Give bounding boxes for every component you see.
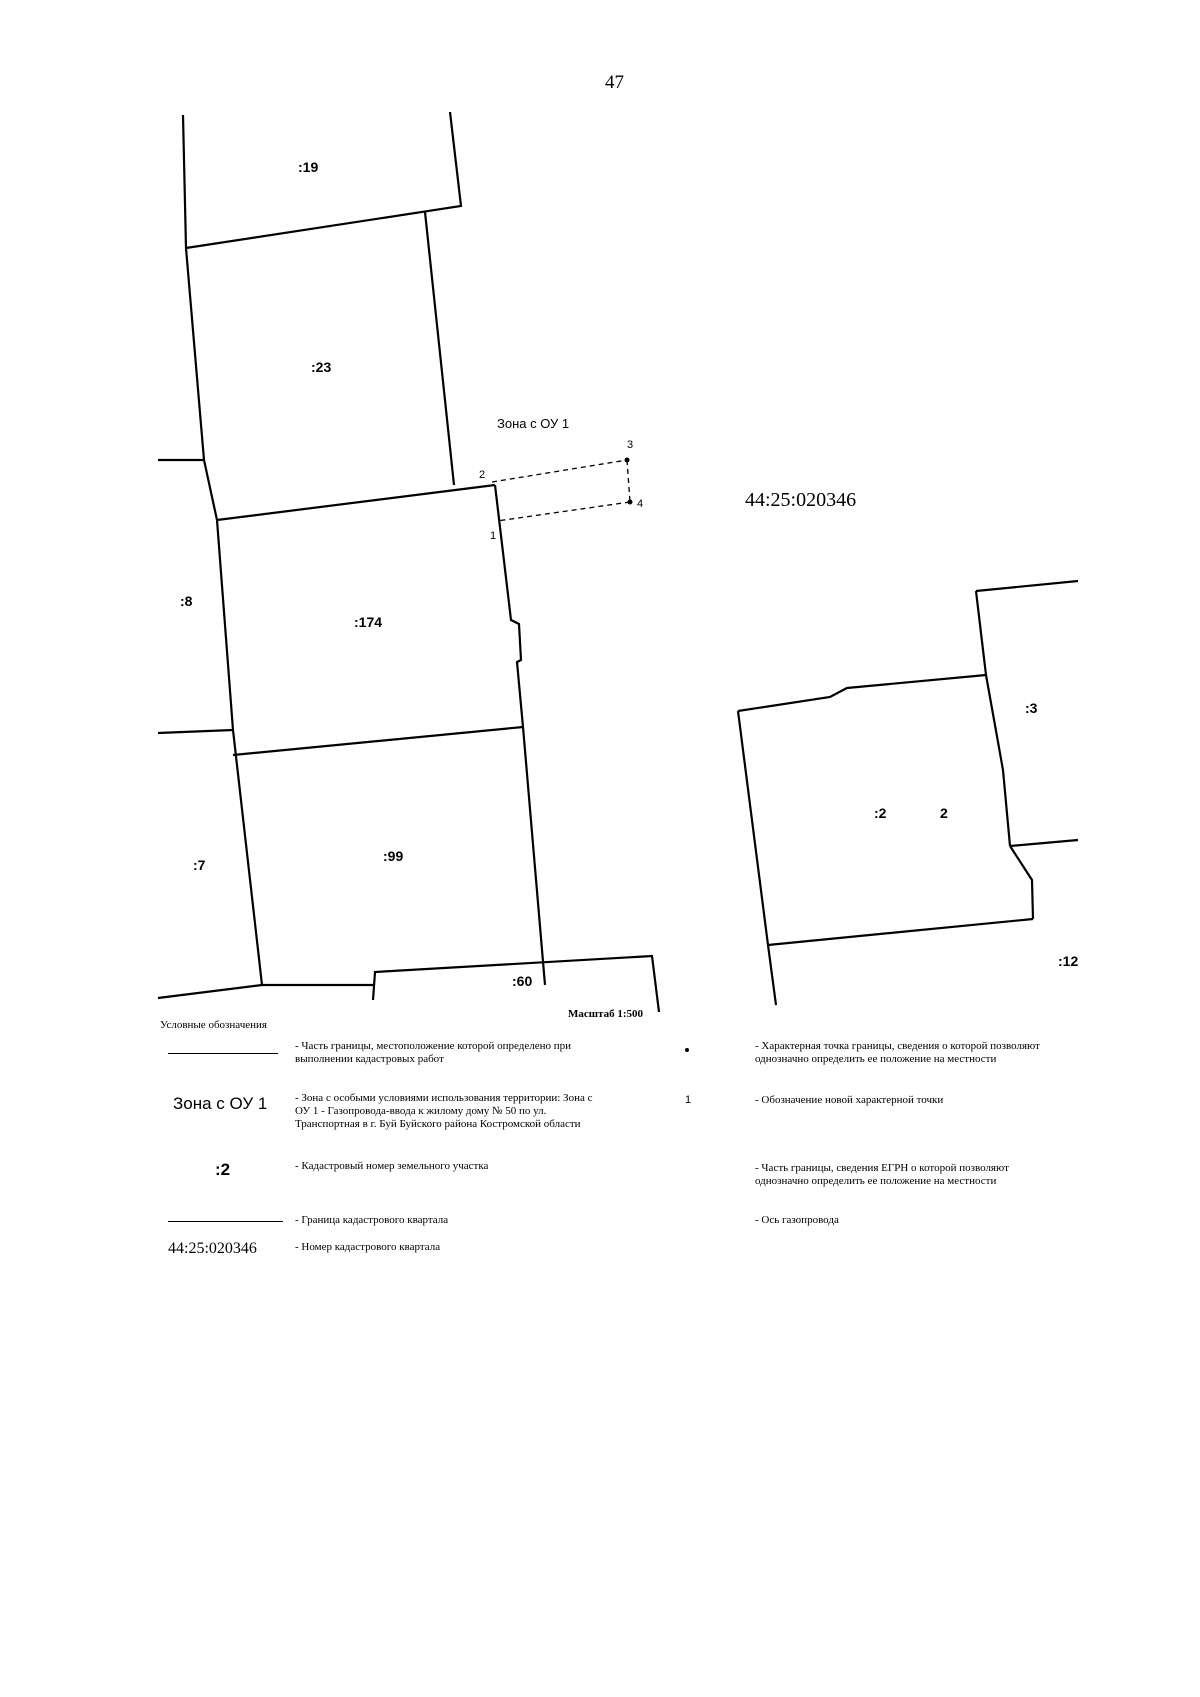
boundary-19-left — [181, 114, 219, 521]
zone-label: Зона с ОУ 1 — [497, 416, 569, 431]
point-label-2: 2 — [479, 469, 485, 481]
point-label-4: 4 — [637, 498, 643, 510]
page-number: 47 — [605, 72, 624, 93]
legend-symbol-quarter-boundary — [168, 1221, 283, 1222]
point-label-3: 3 — [627, 439, 633, 451]
legend-symbol-zone: Зона с ОУ 1 — [173, 1094, 268, 1113]
boundary-174-top — [216, 483, 496, 522]
legend-title: Условные обозначения — [160, 1019, 267, 1031]
point-4-marker — [627, 499, 633, 505]
scale-label: Масштаб 1:500 — [568, 1008, 644, 1020]
parcel-label: :7 — [193, 857, 206, 873]
boundary-2-left — [736, 710, 778, 1006]
boundary-60 — [371, 954, 661, 1013]
zone-dashed-bottom — [496, 501, 631, 522]
boundary-2 — [737, 673, 987, 713]
parcel-label: :23 — [311, 359, 331, 375]
boundary-99-top — [232, 725, 524, 757]
boundary-3-top — [975, 579, 1079, 593]
boundary-2-right — [1009, 845, 1035, 920]
parcel-label: :3 — [1025, 700, 1038, 716]
point-3-marker — [624, 457, 630, 463]
legend-item: - Зона с особыми условиями использования… — [295, 1092, 593, 1130]
boundary-174-right — [493, 484, 547, 986]
boundary-23-right — [423, 211, 456, 486]
legend-item: - Часть границы, сведения ЕГРН о которой… — [755, 1162, 1009, 1187]
boundary-3-left — [974, 590, 1012, 847]
legend-symbol-boundary-part — [168, 1053, 278, 1054]
legend-symbol-new-point: 1 — [685, 1094, 692, 1106]
cadastral-map: :19 :23 :174 :99 :8 :7 :60 :3 :2 :12 2 1… — [157, 111, 1079, 1020]
parcel-label: :60 — [512, 973, 532, 989]
legend-item: - Номер кадастрового квартала — [295, 1241, 441, 1253]
boundary-bottom-a — [157, 983, 373, 1000]
zone-dashed-top — [491, 459, 628, 483]
parcel-label: :99 — [383, 848, 403, 864]
boundary-left-mid — [157, 728, 234, 735]
boundary-3-bottom — [1009, 838, 1079, 848]
legend-symbol-quarter-number: 44:25:020346 — [168, 1240, 257, 1257]
legend-symbol-point — [685, 1048, 689, 1052]
extra-mark: 2 — [940, 805, 948, 821]
legend-item: - Часть границы, местоположение которой … — [295, 1040, 572, 1065]
legend-item: - Кадастровый номер земельного участка — [295, 1160, 489, 1172]
parcel-label: :12 — [1058, 953, 1078, 969]
parcel-label: :174 — [354, 614, 382, 630]
boundary-2-bottom — [767, 917, 1034, 947]
parcel-label: :19 — [298, 159, 318, 175]
legend-item: - Ось газопровода — [755, 1214, 839, 1226]
legend-item: - Характерная точка границы, сведения о … — [755, 1040, 1040, 1065]
zone-dashed-right — [626, 459, 631, 503]
legend-item: - Граница кадастрового квартала — [295, 1214, 449, 1226]
parcel-label: :2 — [874, 805, 887, 821]
parcel-label: :8 — [180, 593, 193, 609]
quarter-number: 44:25:020346 — [745, 489, 856, 511]
legend-symbol-parcel: :2 — [215, 1160, 231, 1179]
legend-item: - Обозначение новой характерной точки — [755, 1094, 944, 1106]
boundary-19-right — [185, 111, 463, 250]
point-label-1: 1 — [490, 530, 496, 542]
